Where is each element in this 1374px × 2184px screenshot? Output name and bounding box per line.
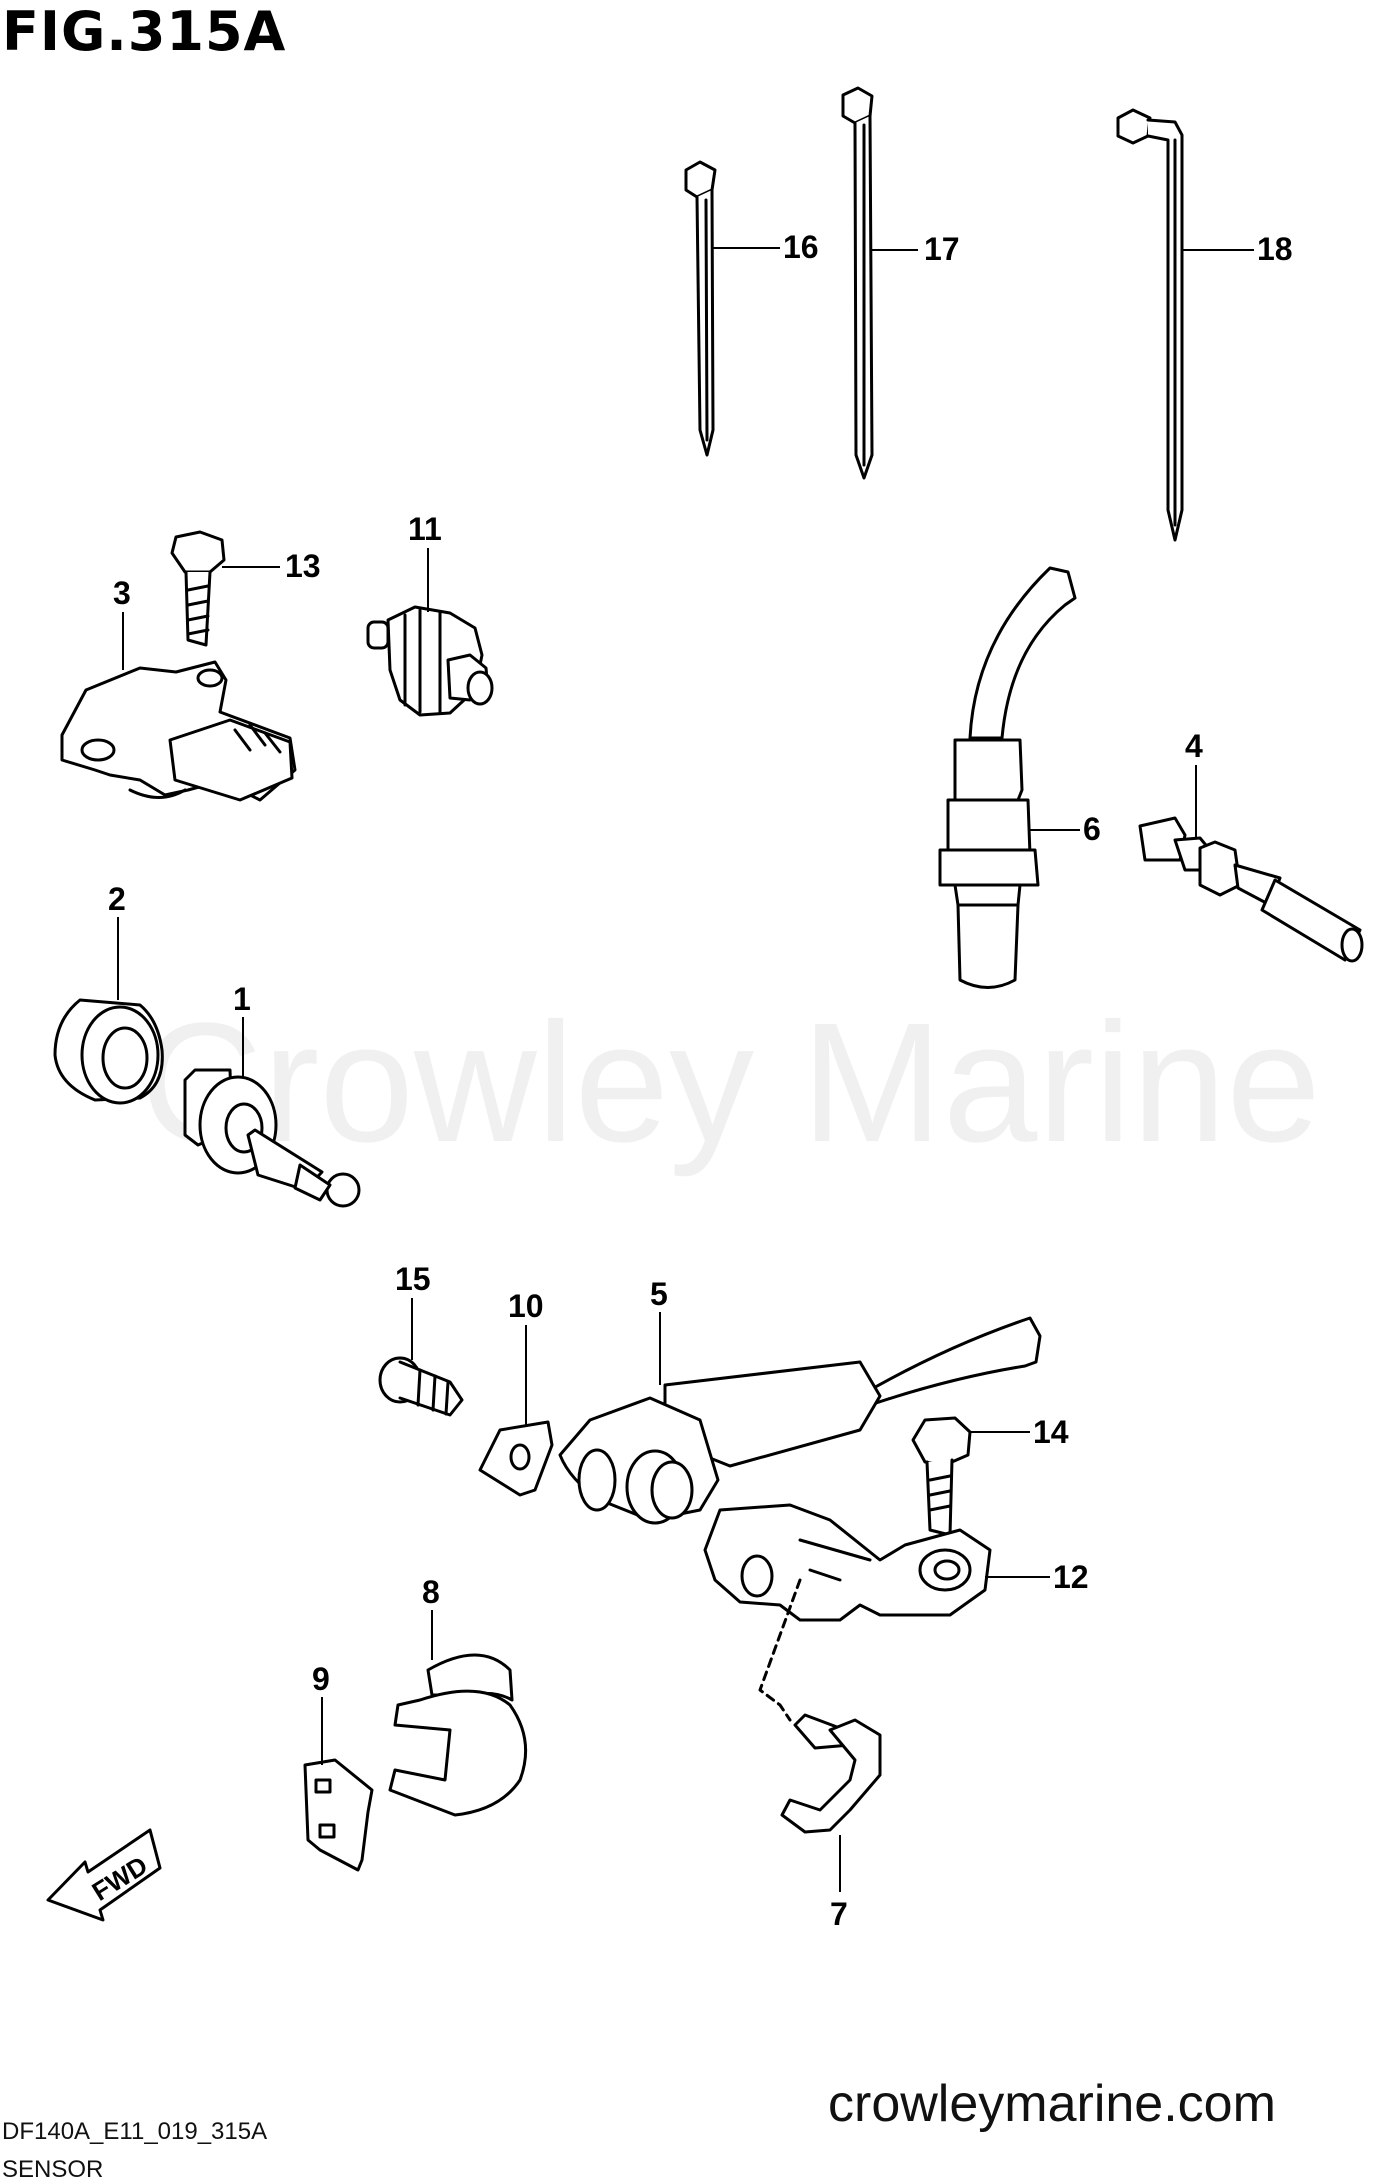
callouts: 16 17 18 11 13 3 4 6 2 1 15 10 5 14 12 8… <box>87 229 1293 1932</box>
callout-11: 11 <box>408 511 442 547</box>
callout-15: 15 <box>395 1261 431 1297</box>
part-14-bolt <box>911 1416 972 1537</box>
part-2-grommet <box>53 998 164 1105</box>
callout-5: 5 <box>650 1276 668 1312</box>
callout-9: 9 <box>312 1661 330 1697</box>
part-3-map-sensor <box>60 660 297 802</box>
callout-14: 14 <box>1033 1414 1069 1450</box>
part-6-o2-sensor <box>938 566 1077 989</box>
fwd-arrow <box>46 1828 162 1922</box>
callout-17: 17 <box>924 231 960 267</box>
diagram-code: DF140A_E11_019_315A <box>2 2118 268 2145</box>
part-12-bracket <box>703 1503 992 1622</box>
callout-16: 16 <box>783 229 819 265</box>
callout-2: 2 <box>108 881 126 917</box>
callout-8: 8 <box>422 1574 440 1610</box>
callout-7: 7 <box>830 1896 848 1932</box>
part-7-clip <box>780 1713 882 1834</box>
watermark: Crowley Marine <box>140 988 1321 1178</box>
part-13-bolt <box>170 530 226 647</box>
part-16-cable-tie <box>684 160 717 457</box>
figure-title: FIG.315A <box>2 0 287 63</box>
part-10-plate <box>478 1420 554 1497</box>
callout-3: 3 <box>113 575 131 611</box>
callout-18: 18 <box>1257 231 1293 267</box>
diagram-caption: SENSOR <box>2 2156 104 2183</box>
callout-4: 4 <box>1185 728 1203 764</box>
part-18-cable-tie <box>1116 108 1184 542</box>
callout-1: 1 <box>233 981 251 1017</box>
site-url[interactable]: crowleymarine.com <box>828 2075 1276 2133</box>
part-15-bolt <box>378 1356 464 1417</box>
part-5-crank-sensor <box>558 1316 1042 1525</box>
callout-6: 6 <box>1083 811 1101 847</box>
part-4-temp-sensor <box>1138 816 1364 963</box>
callout-13: 13 <box>285 548 321 584</box>
part-9-cover <box>303 1758 374 1872</box>
part-11-knock-sensor <box>366 605 494 717</box>
callout-12: 12 <box>1053 1559 1089 1595</box>
callout-10: 10 <box>508 1288 544 1324</box>
part-8-clamp <box>388 1653 528 1817</box>
leader-lines <box>117 247 1254 1892</box>
part-1-iat-sensor <box>183 1068 361 1208</box>
part-17-cable-tie <box>841 86 874 480</box>
